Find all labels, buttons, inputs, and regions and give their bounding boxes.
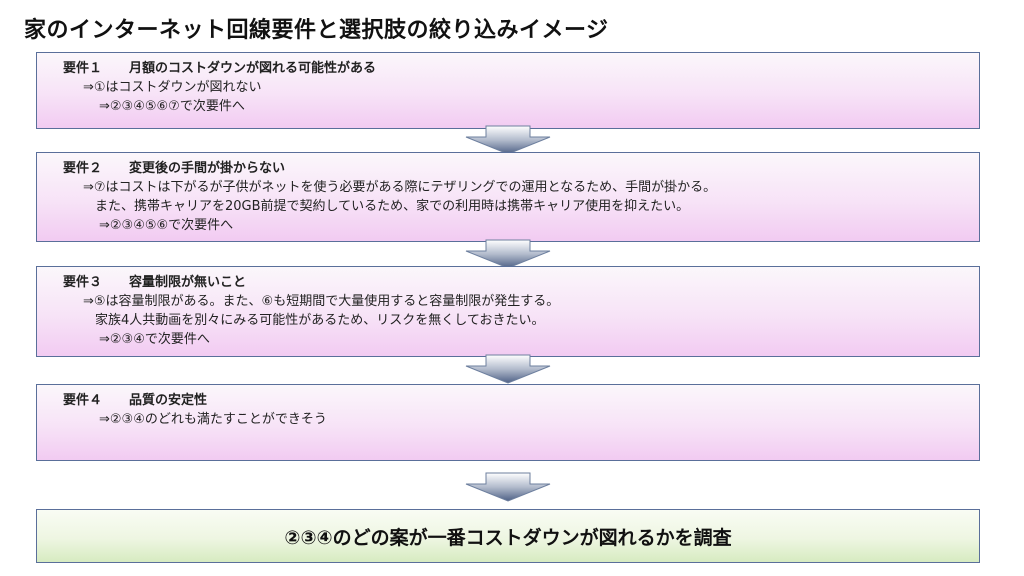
requirement-line: ⇒②③④で次要件へ	[99, 332, 210, 347]
requirement-number: 要件２	[63, 161, 103, 176]
requirement-header: 要件１ 月額のコストダウンが図れる可能性がある	[63, 59, 969, 78]
requirement-line: また、携帯キャリアを20GB前提で契約しているため、家での利用時は携帯キャリア使…	[95, 199, 690, 214]
requirement-box-1: 要件１ 月額のコストダウンが図れる可能性がある ⇒①はコストダウンが図れない ⇒②…	[36, 52, 980, 129]
down-arrow-icon	[465, 354, 551, 384]
requirement-line: ⇒①はコストダウンが図れない	[83, 80, 262, 95]
requirement-line: ⇒②③④⑤⑥⑦で次要件へ	[99, 99, 245, 114]
conclusion-text: ②③④のどの案が一番コストダウンが図れるかを調査	[284, 526, 732, 549]
requirement-line: ⇒⑤は容量制限がある。また、⑥も短期間で大量使用すると容量制限が発生する。	[83, 294, 560, 309]
requirement-title: 容量制限が無いこと	[129, 275, 247, 290]
down-arrow-icon	[465, 125, 551, 155]
requirement-box-4: 要件４ 品質の安定性 ⇒②③④のどれも満たすことができそう	[36, 384, 980, 461]
requirement-number: 要件３	[63, 275, 103, 290]
down-arrow-icon	[465, 239, 551, 269]
requirement-box-3: 要件３ 容量制限が無いこと ⇒⑤は容量制限がある。また、⑥も短期間で大量使用すると…	[36, 266, 980, 357]
requirement-header: 要件４ 品質の安定性	[63, 391, 969, 410]
requirement-line: ⇒②③④のどれも満たすことができそう	[99, 412, 327, 427]
conclusion-box: ②③④のどの案が一番コストダウンが図れるかを調査	[36, 509, 980, 563]
requirement-box-2: 要件２ 変更後の手間が掛からない ⇒⑦はコストは下がるが子供がネットを使う必要があ…	[36, 152, 980, 242]
requirement-line: ⇒②③④⑤⑥で次要件へ	[99, 218, 234, 233]
down-arrow-icon	[465, 472, 551, 502]
requirement-header: 要件３ 容量制限が無いこと	[63, 273, 969, 292]
requirement-title: 変更後の手間が掛からない	[129, 161, 286, 176]
requirement-header: 要件２ 変更後の手間が掛からない	[63, 159, 969, 178]
requirement-title: 品質の安定性	[129, 393, 208, 408]
requirement-number: 要件４	[63, 393, 103, 408]
requirement-number: 要件１	[63, 61, 103, 76]
requirement-title: 月額のコストダウンが図れる可能性がある	[129, 61, 377, 76]
requirement-line: ⇒⑦はコストは下がるが子供がネットを使う必要がある際にテザリングでの運用となるた…	[83, 180, 717, 195]
page-title: 家のインターネット回線要件と選択肢の絞り込みイメージ	[24, 18, 609, 43]
requirement-line: 家族4人共動画を別々にみる可能性があるため、リスクを無くしておきたい。	[95, 313, 545, 328]
